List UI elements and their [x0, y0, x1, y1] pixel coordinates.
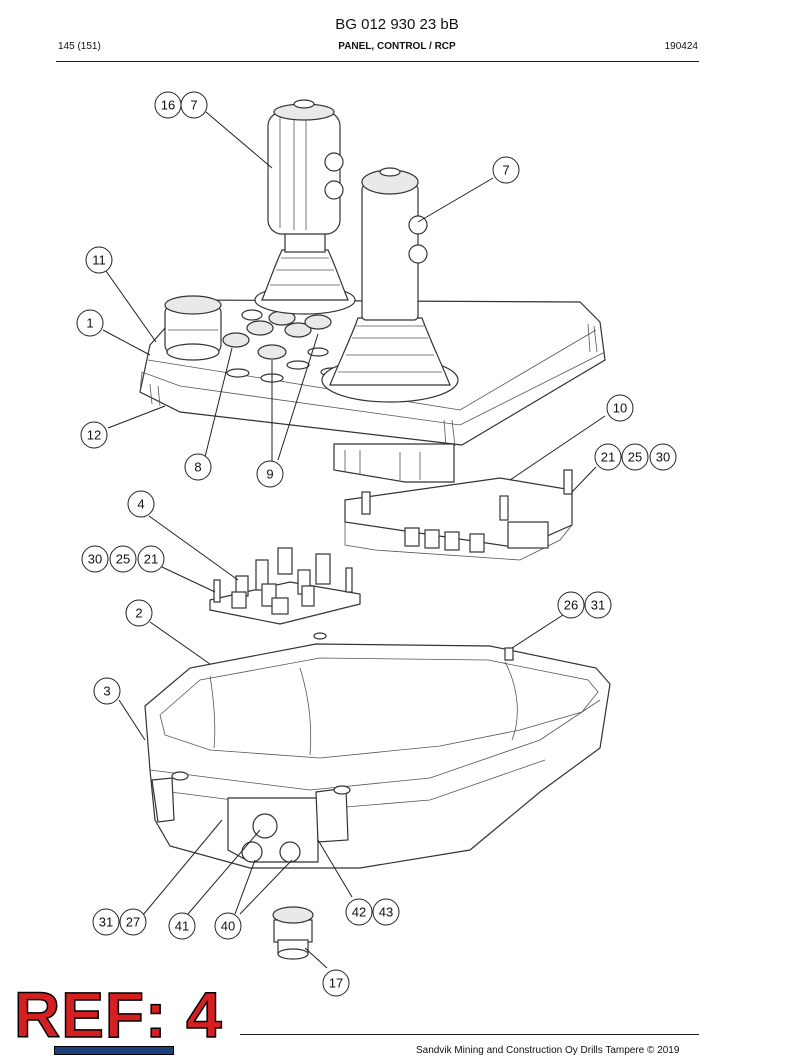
callout-12: 12	[80, 421, 108, 449]
svg-text:30: 30	[656, 450, 670, 465]
svg-text:30: 30	[88, 552, 102, 567]
svg-text:7: 7	[502, 163, 509, 178]
callout-7: 7	[492, 156, 520, 184]
svg-text:17: 17	[329, 976, 343, 991]
callout-8: 8	[184, 453, 212, 481]
callout-40: 40	[214, 912, 242, 940]
right-joystick	[321, 167, 459, 403]
callout-21: 21	[594, 443, 622, 471]
svg-text:7: 7	[190, 98, 197, 113]
svg-text:42: 42	[352, 905, 366, 920]
callout-2: 2	[125, 599, 153, 627]
svg-text:43: 43	[379, 905, 393, 920]
callout-30: 30	[81, 545, 109, 573]
emergency-stop-button	[164, 295, 222, 361]
callout-3: 3	[93, 677, 121, 705]
section-title: PANEL, CONTROL / RCP	[338, 41, 456, 52]
reference-stamp: REF: 4	[13, 979, 223, 1051]
svg-text:11: 11	[92, 253, 106, 268]
callout-43: 43	[372, 898, 400, 926]
svg-text:16: 16	[161, 98, 175, 113]
callout-21: 21	[137, 545, 165, 573]
svg-text:9: 9	[266, 467, 273, 482]
svg-text:26: 26	[564, 598, 578, 613]
svg-text:25: 25	[628, 450, 642, 465]
date-code: 190424	[664, 41, 698, 52]
svg-text:31: 31	[591, 598, 605, 613]
callout-16: 16	[154, 91, 182, 119]
callout-31: 31	[92, 908, 120, 936]
header-rule	[56, 61, 699, 62]
svg-text:40: 40	[221, 919, 235, 934]
callout-17: 17	[322, 969, 350, 997]
leader-lines	[102, 111, 606, 969]
callout-41: 41	[168, 912, 196, 940]
callout-7: 7	[180, 91, 208, 119]
callout-30: 30	[649, 443, 677, 471]
callout-10: 10	[606, 394, 634, 422]
svg-text:12: 12	[87, 428, 101, 443]
svg-text:1: 1	[86, 316, 93, 331]
callout-31: 31	[584, 591, 612, 619]
svg-text:25: 25	[116, 552, 130, 567]
callout-25: 25	[621, 443, 649, 471]
svg-text:10: 10	[613, 401, 627, 416]
callout-1: 1	[76, 309, 104, 337]
push-buttons	[222, 309, 332, 360]
svg-text:21: 21	[601, 450, 615, 465]
callout-42: 42	[345, 898, 373, 926]
document-title: BG 012 930 23 bB	[335, 16, 459, 33]
callout-25: 25	[109, 545, 137, 573]
callout-11: 11	[85, 246, 113, 274]
callout-27: 27	[119, 908, 147, 936]
callout-4: 4	[127, 490, 155, 518]
footer-rule	[240, 1034, 699, 1035]
terminal-board	[209, 547, 361, 625]
cable-gland	[272, 906, 314, 960]
svg-text:41: 41	[175, 919, 189, 934]
joystick-base-module	[333, 443, 455, 483]
svg-text:31: 31	[99, 915, 113, 930]
callout-9: 9	[256, 460, 284, 488]
svg-text:27: 27	[126, 915, 140, 930]
svg-text:21: 21	[144, 552, 158, 567]
svg-text:3: 3	[103, 684, 110, 699]
svg-text:4: 4	[137, 497, 144, 512]
lower-housing	[144, 632, 611, 869]
left-joystick	[254, 99, 356, 315]
footer-copyright: Sandvik Mining and Construction Oy Drill…	[416, 1045, 680, 1056]
svg-text:2: 2	[135, 606, 142, 621]
circuit-board	[344, 469, 573, 561]
svg-text:8: 8	[194, 460, 201, 475]
page-number: 145 (151)	[58, 41, 101, 52]
callout-26: 26	[557, 591, 585, 619]
